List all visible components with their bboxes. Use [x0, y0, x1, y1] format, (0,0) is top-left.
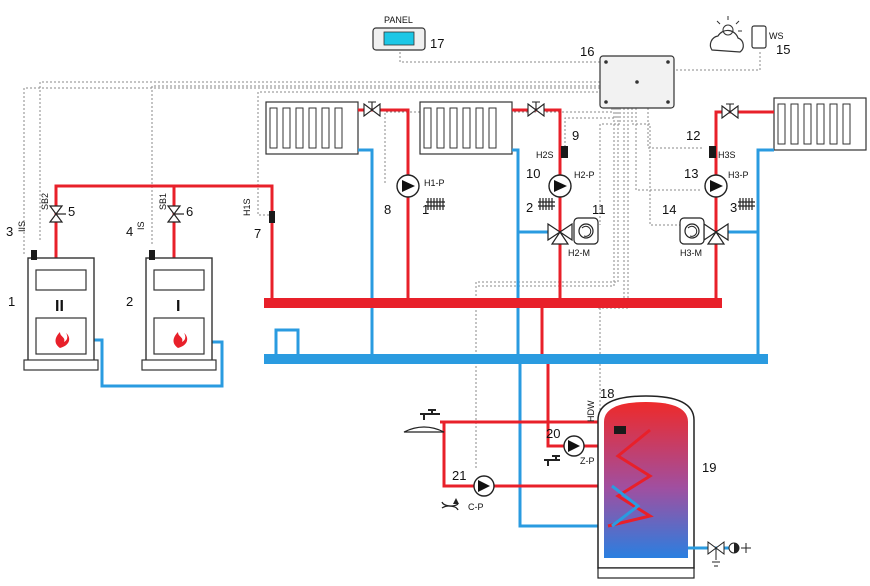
boiler-mark-ii: II	[55, 298, 64, 315]
radiator-icon	[426, 198, 445, 210]
label-8: 8	[384, 202, 391, 217]
panel-icon	[372, 27, 426, 51]
label-panel: PANEL	[384, 15, 413, 25]
label-iis: IIS	[17, 221, 27, 232]
label-19: 19	[702, 460, 716, 475]
flame-icon	[173, 332, 188, 348]
pump-icon	[548, 174, 572, 198]
pump-icon	[704, 174, 728, 198]
label-4: 4	[126, 224, 133, 239]
label-15: 15	[776, 42, 790, 57]
label-ws: WS	[769, 31, 784, 41]
return-header	[264, 354, 768, 364]
valve-icon	[48, 205, 66, 223]
label-h3p: H3-P	[728, 170, 749, 180]
label-is: IS	[136, 221, 146, 230]
weather-icon	[709, 16, 744, 53]
label-sb2: SB2	[40, 193, 50, 210]
label-21: 21	[452, 468, 466, 483]
label-16: 16	[580, 44, 594, 59]
radiator-icon	[538, 198, 555, 210]
supply-header	[264, 298, 722, 308]
three-way-valve-icon	[547, 222, 573, 245]
valve-icon	[721, 103, 739, 120]
label-5: 5	[68, 204, 75, 219]
label-11: 11	[592, 202, 606, 217]
actuator-icon	[679, 217, 705, 245]
label-1: 1	[8, 294, 15, 309]
circulation-arrow-icon	[441, 498, 459, 511]
label-20: 20	[546, 426, 560, 441]
label-h2p: H2-P	[574, 170, 595, 180]
label-h1p: H1-P	[424, 178, 445, 188]
label-14: 14	[662, 202, 676, 217]
label-6: 6	[186, 204, 193, 219]
sensor-h2s	[561, 146, 568, 158]
label-h2s: H2S	[536, 150, 554, 160]
sensor-is	[149, 250, 155, 260]
label-3: 3	[6, 224, 13, 239]
shower-icon	[403, 426, 445, 433]
label-h1s: H1S	[242, 198, 252, 216]
boiler-mark-i: I	[176, 298, 180, 315]
label-c1: 1	[422, 202, 429, 217]
outdoor-sensor	[751, 25, 767, 49]
label-h2m: H2-M	[568, 248, 590, 258]
label-9: 9	[572, 128, 579, 143]
actuator-icon	[573, 217, 599, 245]
label-c3: 3	[730, 200, 737, 215]
label-2: 2	[126, 294, 133, 309]
return-pipes	[94, 148, 774, 528]
label-cp: C-P	[468, 502, 484, 512]
sensor-h1s	[269, 211, 275, 223]
boiler-icon	[23, 257, 99, 371]
pump-icon	[473, 475, 495, 497]
sensor-hdw	[614, 426, 626, 434]
boiler-icon	[141, 257, 217, 371]
label-10: 10	[526, 166, 540, 181]
radiator-icon	[773, 97, 867, 151]
label-7: 7	[254, 226, 261, 241]
radiator-icon	[265, 101, 359, 155]
label-zp: Z-P	[580, 456, 595, 466]
label-sb1: SB1	[158, 193, 168, 210]
faucet-icon	[544, 455, 560, 466]
radiator-icon	[738, 198, 755, 210]
controller-icon	[599, 55, 675, 109]
valve-icon	[166, 205, 184, 223]
label-hdw: HDW	[586, 400, 596, 422]
pump-icon	[396, 174, 420, 198]
sensor-iis	[31, 250, 37, 260]
label-h3s: H3S	[718, 150, 736, 160]
sensor-h3s	[709, 146, 716, 158]
radiator-icon	[419, 101, 513, 155]
label-h3m: H3-M	[680, 248, 702, 258]
label-17: 17	[430, 36, 444, 51]
valve-icon	[363, 101, 381, 118]
label-12: 12	[686, 128, 700, 143]
faucet-icon	[420, 409, 440, 420]
flame-icon	[55, 332, 70, 348]
pump-icon	[563, 435, 585, 457]
label-18: 18	[600, 386, 614, 401]
label-13: 13	[684, 166, 698, 181]
valve-icon	[527, 101, 545, 118]
label-c2: 2	[526, 200, 533, 215]
valve-icon	[707, 541, 751, 567]
tank-icon	[597, 395, 695, 579]
